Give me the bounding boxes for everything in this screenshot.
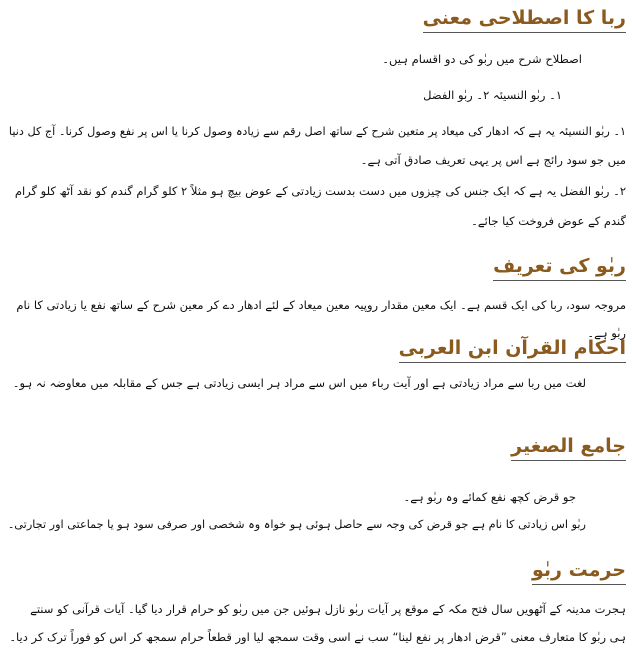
section-heading: حرمت ربٰو <box>532 558 626 585</box>
paragraph-line: ہی ربٰو کا متعارف معنی ”قرض ادھار پر نفع… <box>9 630 626 644</box>
paragraph-line: ربٰو ہے۔ <box>587 326 626 340</box>
section-heading: احکام القرآن ابن العربی <box>398 336 626 363</box>
paragraph-line: ہجرت مدینہ کے آٹھویں سال فتح مکہ کے موقع… <box>30 602 626 616</box>
paragraph-line: جو قرض کچھ نفع کمائے وہ ربٰو ہے۔ <box>403 490 576 504</box>
paragraph-line: اصطلاح شرح میں ربٰو کی دو اقسام ہیں۔ <box>382 52 582 66</box>
paragraph-line: ربٰو اس زیادتی کا نام ہے جو قرض کی وجہ س… <box>7 518 586 531</box>
paragraph-line: مروجہ سود، ربا کی ایک قسم ہے۔ ایک معین م… <box>16 298 626 312</box>
section-heading: جامع الصغیر <box>511 434 626 461</box>
paragraph-line: میں جو سود رائج ہے اس پر یہی تعریف صادق … <box>360 153 626 167</box>
paragraph-line: ۱۔ ربٰو النسیئہ ۲۔ ربٰو الفضل <box>423 88 562 102</box>
section-heading: ربا کا اصطلاحی معنی <box>422 6 626 33</box>
paragraph-line: لغت میں ربا سے مراد زیادتی ہے اور آیت رب… <box>12 376 586 390</box>
paragraph-line: ۱۔ ربٰو النسیئہ یہ ہے کہ ادھار کی میعاد … <box>8 125 626 138</box>
section-heading: ربٰو کی تعریف <box>493 254 626 281</box>
paragraph-line: گندم کے عوض فروخت کیا جائے۔ <box>471 214 626 228</box>
paragraph-line: ۲۔ ربٰو الفضل یہ ہے کہ ایک جنس کی چیزوں … <box>14 184 626 198</box>
